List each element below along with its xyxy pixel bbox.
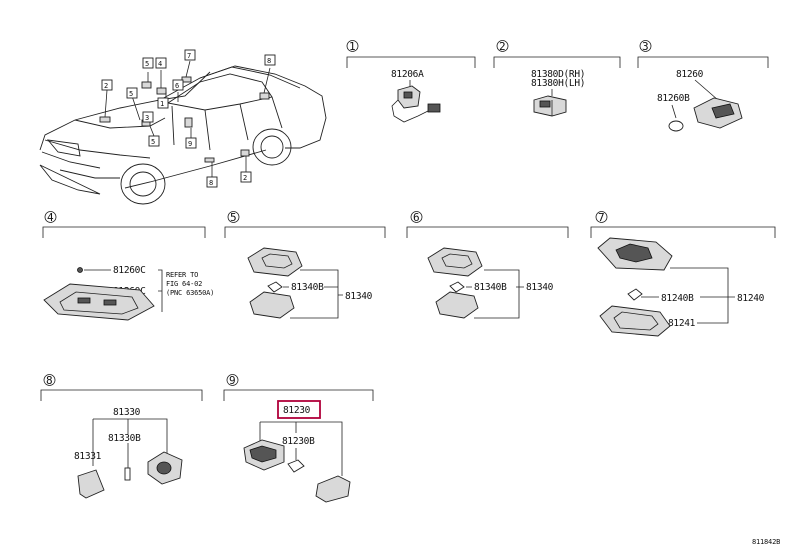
section-8: 8 81330 81330B 81331 (40, 374, 203, 499)
section-6: 6 81340B 81340 (406, 211, 569, 319)
part-81330[interactable]: 81330 (113, 407, 141, 418)
section-2-number: 2 (499, 40, 506, 53)
section-9-number: 9 (229, 374, 236, 387)
section-5-number: 5 (230, 211, 237, 224)
section-9: 9 81230 81230B (223, 374, 374, 503)
refer-note-line1: REFER TO (166, 271, 198, 279)
callout-8b: 8 (267, 57, 271, 65)
callout-5c: 5 (151, 138, 155, 146)
callout-2b: 2 (243, 174, 247, 182)
refer-note-line3: (PNC 63650A) (166, 289, 214, 297)
part-81241[interactable]: 81241 (668, 318, 696, 329)
section-6-number: 6 (413, 211, 420, 224)
callout-4: 4 (158, 60, 162, 68)
part-81380-image (533, 95, 567, 117)
part-81240-image (597, 237, 673, 337)
part-81260C-image (43, 267, 155, 321)
section-4: 4 81260C 81260C REFER TO FIG 64-02 (PNC … (42, 211, 214, 321)
section-8-number: 8 (46, 374, 53, 387)
callout-7: 7 (187, 52, 191, 60)
section-3: 3 81260 81260B (637, 40, 769, 132)
refer-note-line2: FIG 64-02 (166, 280, 202, 288)
part-81206A[interactable]: 81206A (391, 69, 424, 80)
section-7: 7 81240B 81240 81241 (590, 211, 776, 337)
part-81330-image (77, 451, 183, 499)
part-81206A-image (391, 85, 441, 123)
rear-wheel (252, 128, 292, 166)
callout-5b: 5 (145, 60, 149, 68)
callout-9: 9 (188, 140, 192, 148)
part-81260[interactable]: 81260 (676, 69, 704, 80)
part-81240B[interactable]: 81240B (661, 293, 694, 304)
car-callouts: 2 5 5 4 7 6 1 3 5 9 8 2 8 (101, 49, 276, 188)
section-3-number: 3 (642, 40, 649, 53)
part-81380D[interactable]: 81380D(RH) (531, 69, 586, 80)
callout-2: 2 (104, 82, 108, 90)
callout-1: 1 (160, 100, 164, 108)
callout-3: 3 (145, 114, 149, 122)
part-81331[interactable]: 81331 (74, 451, 102, 462)
part-81380H[interactable]: 81380H(LH) (531, 78, 586, 89)
callout-6: 6 (175, 82, 179, 90)
part-81230B[interactable]: 81230B (282, 436, 315, 447)
part-81340B-s5[interactable]: 81340B (291, 282, 324, 293)
part-81340-s6-image (427, 247, 483, 319)
part-81340-s5-image (247, 247, 303, 319)
part-81340-s6[interactable]: 81340 (526, 282, 554, 293)
callout-5: 5 (129, 90, 133, 98)
section-5: 5 81340B 81340 (224, 211, 386, 319)
part-81260B[interactable]: 81260B (657, 93, 690, 104)
section-7-number: 7 (598, 211, 605, 224)
part-81230-image (243, 439, 351, 503)
section-1: 1 81206A (346, 40, 476, 123)
car-body (39, 65, 327, 195)
diagram-code: 811842B (752, 538, 780, 546)
part-81330B[interactable]: 81330B (108, 433, 141, 444)
part-81340-s5[interactable]: 81340 (345, 291, 373, 302)
part-81260-image (668, 97, 743, 132)
highlight-box-81230 (277, 400, 321, 419)
part-81340B-s6[interactable]: 81340B (474, 282, 507, 293)
section-1-number: 1 (349, 40, 356, 53)
section-4-number: 4 (47, 211, 54, 224)
part-81230[interactable]: 81230 (283, 405, 311, 416)
front-wheel (120, 163, 166, 205)
part-81240[interactable]: 81240 (737, 293, 765, 304)
callout-8: 8 (209, 179, 213, 187)
part-81260C-upper[interactable]: 81260C (113, 265, 146, 276)
section-2: 2 81380D(RH) 81380H(LH) (493, 40, 621, 117)
car-overview: 2 5 5 4 7 6 1 3 5 9 8 2 8 (39, 49, 327, 205)
